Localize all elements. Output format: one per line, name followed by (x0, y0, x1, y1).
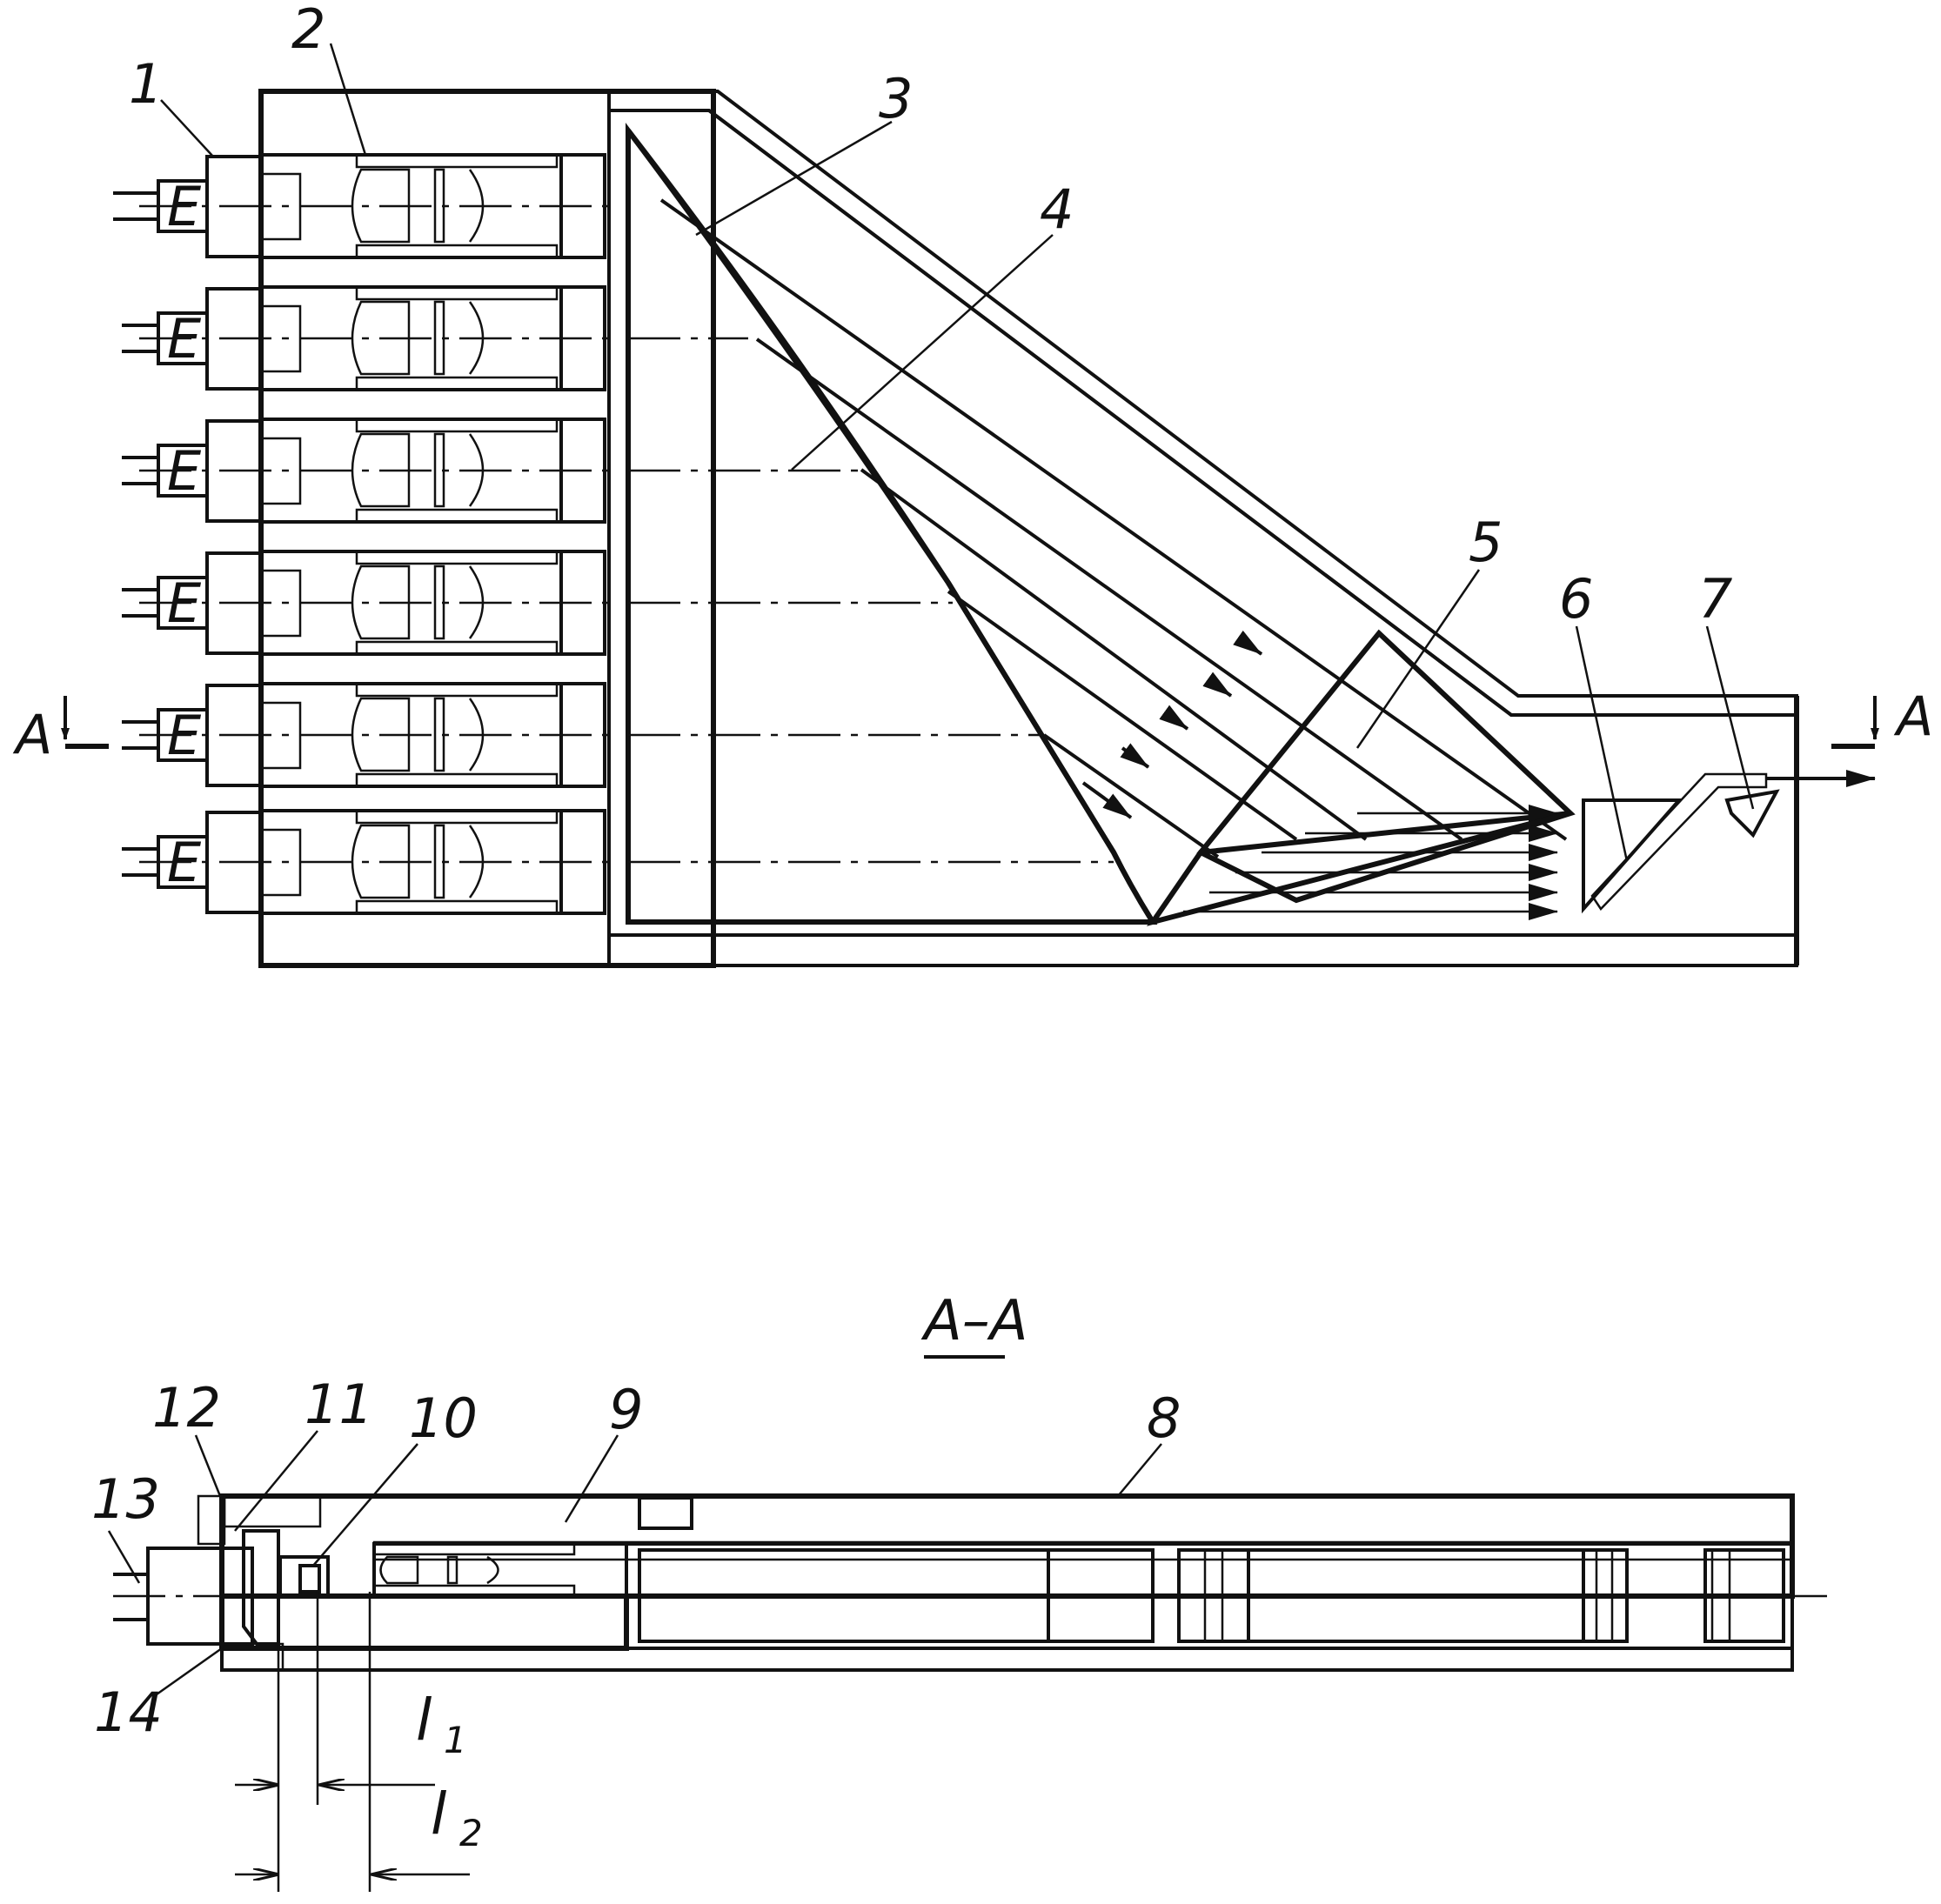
top-view: E E E E (12, 0, 1933, 965)
channel-2 (139, 287, 618, 390)
label-9: 9 (566, 1378, 643, 1522)
section-lower-wall (222, 1596, 626, 1648)
svg-text:4: 4 (1040, 177, 1074, 241)
label-14: 14 (94, 1648, 222, 1744)
svg-text:14: 14 (94, 1680, 163, 1744)
svg-text:8: 8 (1147, 1386, 1181, 1450)
channel-4 (139, 551, 618, 654)
label-3: 3 (696, 67, 913, 235)
section-mark-right: A (1831, 685, 1933, 748)
label-2: 2 (291, 0, 365, 155)
emitter-letter: E (167, 439, 202, 503)
svg-text:1: 1 (444, 1719, 467, 1761)
svg-text:A: A (1893, 685, 1933, 748)
diagonal-rays (661, 200, 1566, 857)
housing-bottom-wall (609, 935, 1797, 965)
emitter-letter: E (167, 175, 202, 238)
svg-text:6: 6 (1559, 567, 1593, 631)
insert-9 (639, 1498, 692, 1528)
svg-text:l: l (431, 1780, 447, 1847)
housing-left-block (261, 91, 713, 965)
dimension-l1: l 1 (416, 1687, 467, 1761)
section-mark-left: A (12, 696, 109, 766)
emitter-letter: E (167, 307, 202, 371)
inner-cavity (609, 110, 1797, 935)
label-1: 1 (129, 52, 213, 157)
dimension-l2: l 2 (431, 1780, 483, 1854)
section-bottom (222, 1648, 1792, 1670)
emitters: E E E E (113, 157, 300, 912)
svg-text:11: 11 (305, 1373, 373, 1436)
housing-top-wall (609, 91, 1797, 715)
section-view: A–A (91, 1289, 1827, 1892)
label-7: 7 (1698, 567, 1753, 809)
section-lenses (374, 1544, 574, 1596)
svg-text:3: 3 (879, 67, 913, 130)
svg-text:A: A (12, 703, 52, 766)
emitter-letter: E (167, 571, 202, 635)
svg-text:7: 7 (1698, 567, 1732, 631)
label-8: 8 (1118, 1386, 1181, 1496)
channel-6 (139, 811, 618, 913)
emitter-letter: E (167, 831, 202, 894)
lens-bore (374, 1544, 626, 1596)
channel-3 (139, 419, 618, 522)
svg-text:13: 13 (91, 1467, 160, 1531)
label-11: 11 (235, 1373, 373, 1531)
channel-1 (139, 155, 618, 257)
svg-text:5: 5 (1469, 511, 1503, 574)
label-13: 13 (91, 1467, 160, 1583)
emitter-letter: E (167, 704, 202, 767)
svg-text:2: 2 (291, 0, 325, 61)
emitter-channels (139, 155, 618, 913)
svg-text:10: 10 (409, 1386, 478, 1450)
svg-text:2: 2 (459, 1812, 483, 1854)
svg-text:9: 9 (609, 1378, 643, 1441)
beam-bundle (1592, 774, 1766, 909)
svg-text:l: l (416, 1687, 432, 1754)
channel-5 (139, 684, 618, 786)
label-12: 12 (152, 1376, 222, 1500)
section-title: A–A (920, 1289, 1028, 1353)
svg-text:12: 12 (152, 1376, 221, 1440)
element-7 (1727, 792, 1777, 835)
svg-text:1: 1 (129, 52, 163, 116)
prism-wedge (1153, 813, 1570, 922)
